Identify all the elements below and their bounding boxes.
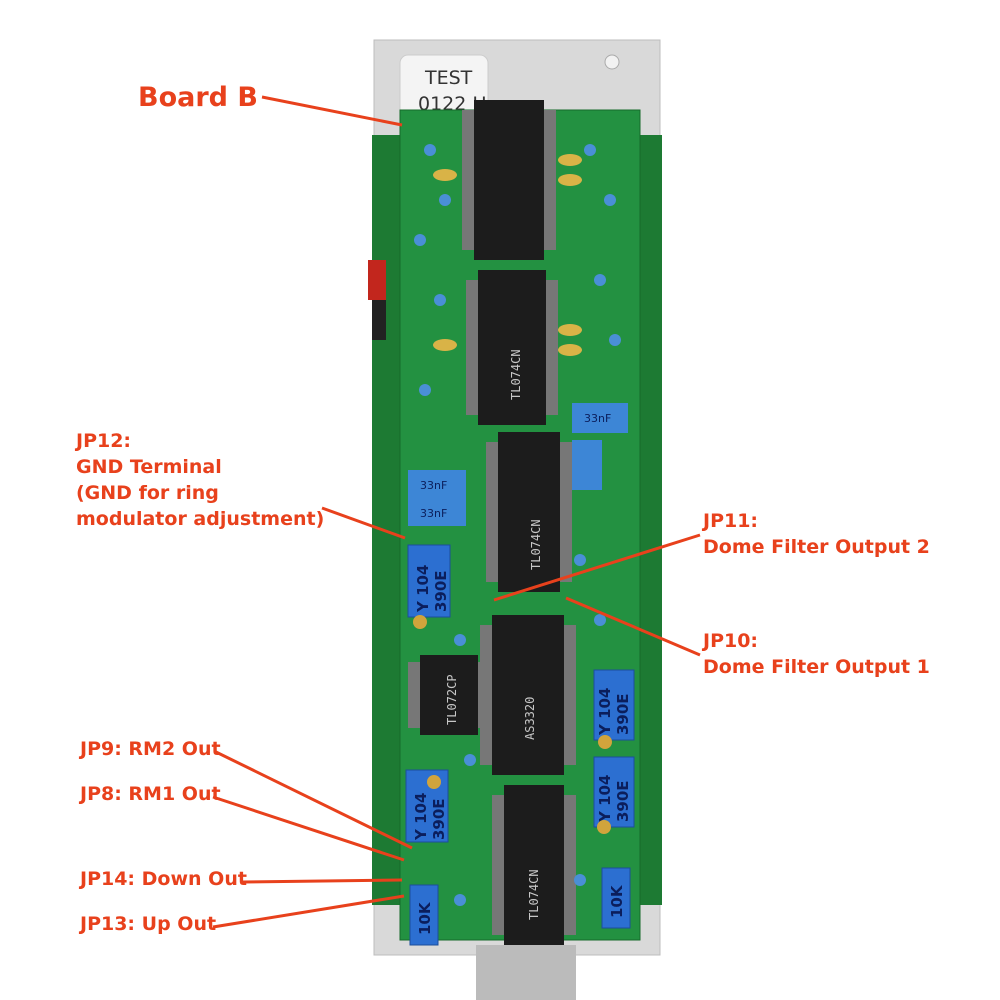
ic-u2: TL074CN: [466, 270, 558, 425]
trimmer-1: Y 104 390E: [407, 544, 451, 629]
jp12-line3: (GND for ring: [76, 482, 219, 504]
label-jp8: JP8: RM1 Out: [80, 783, 221, 805]
film-cap-2: [572, 440, 602, 490]
film-cap-4: 33nF: [408, 498, 466, 526]
svg-text:390E: 390E: [614, 693, 632, 735]
trimmer-4: Y 104 390E: [405, 769, 449, 843]
leader-jp12: [321, 506, 406, 540]
ic-u5-label: TL072CP: [445, 674, 459, 725]
jp10-line2: Dome Filter Output 1: [703, 656, 930, 678]
label-jp9: JP9: RM2 Out: [80, 738, 221, 760]
ic-u3: TL074CN: [486, 432, 572, 592]
jp10-line1: JP10:: [703, 630, 759, 652]
film-cap-1: 33nF: [572, 403, 628, 433]
svg-text:10K: 10K: [416, 901, 434, 935]
svg-text:Y 104: Y 104: [596, 775, 614, 823]
ic-u1: [462, 100, 556, 260]
trimmer-2: Y 104 390E: [593, 669, 635, 749]
leader-jp11: [493, 533, 701, 602]
ic-u2-label: TL074CN: [509, 349, 523, 400]
red-jumper: [368, 260, 386, 300]
leader-jp8: [212, 795, 405, 862]
jp11-line2: Dome Filter Output 2: [703, 536, 930, 558]
leader-board-b: [261, 95, 403, 127]
label-jp11: JP11: Dome Filter Output 2: [703, 508, 930, 560]
panel-screw-hole: [604, 54, 620, 70]
ic-u6: TL074CN: [492, 785, 576, 945]
ic-u4: AS3320: [480, 615, 576, 775]
label-jp13: JP13: Up Out: [80, 913, 217, 935]
ribbon-cable: [476, 945, 576, 1000]
ic-u4-label: AS3320: [523, 697, 537, 740]
svg-text:Y 104: Y 104: [596, 688, 614, 736]
trimmer-10k-right: 10K: [601, 867, 631, 929]
film-cap-3: 33nF: [408, 470, 466, 498]
svg-text:10K: 10K: [608, 884, 626, 918]
ic-u3-label: TL074CN: [529, 519, 543, 570]
label-jp12: JP12: GND Terminal (GND for ring modulat…: [76, 428, 324, 532]
svg-text:Y 104: Y 104: [414, 565, 432, 613]
test-tag-line1: TEST: [424, 67, 473, 89]
jp12-line1: JP12:: [76, 430, 132, 452]
label-jp10: JP10: Dome Filter Output 1: [703, 628, 930, 680]
leader-jp13: [212, 894, 405, 929]
leader-jp9: [215, 750, 413, 850]
yellow-caps: [433, 154, 582, 356]
svg-text:33nF: 33nF: [584, 412, 611, 425]
svg-text:33nF: 33nF: [420, 479, 447, 492]
svg-text:390E: 390E: [430, 798, 448, 840]
jp12-line2: GND Terminal: [76, 456, 222, 478]
leader-jp10: [565, 596, 701, 657]
ic-u5: TL072CP: [408, 655, 490, 735]
ic-u6-label: TL074CN: [527, 869, 541, 920]
label-board-b: Board B: [138, 82, 258, 113]
trimmer-3: Y 104 390E: [593, 756, 635, 834]
black-header: [372, 300, 386, 340]
svg-text:Y 104: Y 104: [412, 793, 430, 841]
trimmer-10k-left: 10K: [409, 884, 439, 946]
jp12-line4: modulator adjustment): [76, 508, 325, 530]
jp11-line1: JP11:: [703, 510, 759, 532]
svg-text:390E: 390E: [614, 780, 632, 822]
small-components: [414, 144, 621, 906]
label-jp14: JP14: Down Out: [80, 868, 247, 890]
leader-jp14: [242, 878, 403, 884]
svg-text:390E: 390E: [432, 570, 450, 612]
svg-text:33nF: 33nF: [420, 507, 447, 520]
